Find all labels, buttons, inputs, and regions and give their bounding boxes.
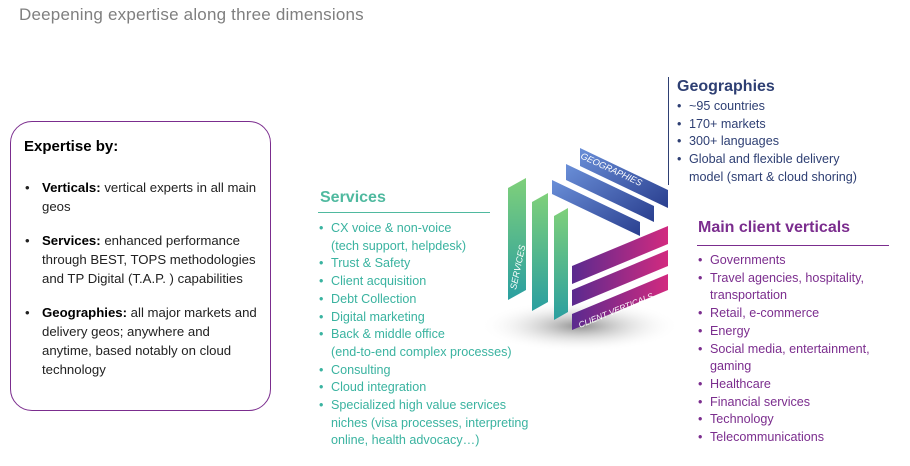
verticals-item: Retail, e-commerce: [698, 305, 870, 323]
expertise-panel: Expertise by: Verticals: vertical expert…: [10, 121, 271, 411]
geographies-item: Global and flexible delivery: [677, 151, 857, 169]
services-item: Client acquisition: [319, 273, 528, 291]
services-item: CX voice & non-voice: [319, 220, 528, 238]
verticals-item: Travel agencies, hospitality,: [698, 270, 870, 288]
expertise-item-text: all major markets and delivery geos; any…: [42, 305, 257, 377]
geographies-title: Geographies: [677, 78, 775, 95]
expertise-item-label: Verticals:: [42, 180, 101, 195]
client-verticals-face: [572, 226, 668, 330]
expertise-item-label: Services:: [42, 233, 101, 248]
verticals-divider: [697, 245, 889, 246]
services-item: online, health advocacy…): [331, 433, 480, 448]
services-item: Specialized high value services: [319, 397, 528, 415]
expertise-item-services: Services: enhanced performance through B…: [25, 231, 261, 288]
geographies-item: model (smart & cloud shoring): [689, 169, 857, 184]
verticals-item: gaming: [710, 359, 752, 374]
services-title: Services: [320, 189, 386, 206]
expertise-list: Verticals: vertical experts in all main …: [25, 178, 261, 394]
expertise-item-verticals: Verticals: vertical experts in all main …: [25, 178, 261, 216]
services-item: (end-to-end complex processes): [331, 344, 512, 359]
expertise-title: Expertise by:: [24, 138, 119, 155]
slide-title: Deepening expertise along three dimensio…: [19, 5, 364, 24]
expertise-item-text: vertical experts in all main geos: [42, 180, 257, 214]
verticals-title: Main client verticals: [698, 219, 851, 236]
geographies-item: 300+ languages: [677, 133, 857, 151]
verticals-item: Technology: [698, 411, 870, 429]
expertise-item-label: Geographies:: [42, 305, 128, 320]
geographies-item: ~95 countries: [677, 98, 857, 116]
verticals-item: Healthcare: [698, 376, 870, 394]
services-item: niches (visa processes, interpreting: [331, 415, 529, 430]
verticals-item: Governments: [698, 252, 870, 270]
services-item: (tech support, helpdesk): [331, 238, 467, 253]
three-dimensions-cube: GEOGRAPHIES SERVICES CLIENT VERTICALS: [480, 148, 680, 350]
verticals-item: Social media, entertainment,: [698, 341, 870, 359]
verticals-list: Governments Travel agencies, hospitality…: [698, 252, 870, 447]
geographies-face: [552, 148, 668, 236]
geographies-list: ~95 countries 170+ markets 300+ language…: [677, 98, 857, 187]
expertise-item-geographies: Geographies: all major markets and deliv…: [25, 303, 261, 379]
services-item: Digital marketing: [319, 309, 528, 327]
verticals-item: transportation: [710, 288, 788, 303]
services-item: Trust & Safety: [319, 255, 528, 273]
services-divider: [318, 212, 490, 213]
expertise-item-text: enhanced performance through BEST, TOPS …: [42, 233, 256, 286]
services-list: CX voice & non-voice (tech support, help…: [319, 220, 528, 450]
services-item: Back & middle office: [319, 326, 528, 344]
services-item: Cloud integration: [319, 379, 528, 397]
verticals-item: Energy: [698, 323, 870, 341]
geographies-item: 170+ markets: [677, 116, 857, 134]
services-item: Debt Collection: [319, 291, 528, 309]
services-item: Consulting: [319, 362, 528, 380]
geographies-divider: [668, 77, 669, 185]
services-face: [508, 178, 568, 320]
verticals-item: Telecommunications: [698, 429, 870, 447]
verticals-item: Financial services: [698, 394, 870, 412]
